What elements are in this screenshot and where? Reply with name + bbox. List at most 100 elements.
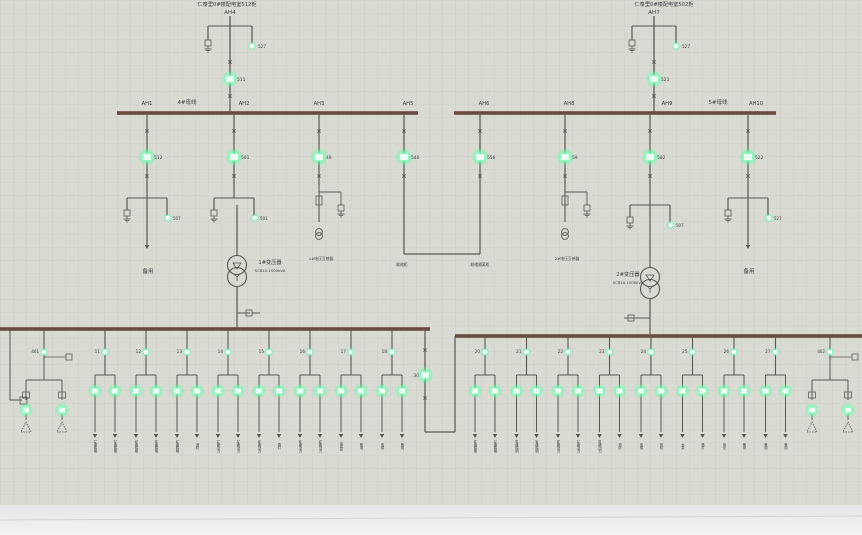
lv-lv_right-feeder-23-led [607,349,612,355]
lv-lv_right-incomer-label: 402 [817,349,825,354]
lv-lv_right-feeder-26-load-0: 商业 [722,442,726,449]
lv-lv_right-feeder-20-breaker-led-1 [491,387,499,395]
lv-lv_left-feeder-17-breaker-led-1 [357,387,365,395]
transformer-1-wye [233,273,241,281]
lv-lv_left-feeder-11-load-1: 2#楼照明 [113,440,117,454]
lv-lv_left-feeder-13-load-0: 5#楼照明 [175,440,179,454]
lv-lv_left-arrester-0 [20,421,32,433]
hv-branch-ah10-breaker-upper-b [746,129,750,133]
hv-branch-ah2-cab: AH2 [239,101,250,107]
lv-lv_left-feeder-14-arrow-0 [215,434,221,438]
top-feeder-ah4-led [225,75,235,83]
lv-lv_right-feeder-26-load-1: 备用 [742,442,746,450]
top-feeder-ah7-caption: 仁泰里0#楼配电室502柜 [634,0,693,8]
hv-branch-ah10-arrow [745,245,751,249]
lv-lv_right-feeder-21-arrow-0 [514,434,519,438]
lv-lv_right-incomer-led [827,349,833,355]
lv-lv_right-feeder-27-load-1: 备用 [783,442,787,450]
hv-branch-ah3-pt-c2 [315,232,323,240]
hv-branch-ah9-cab: AH9 [662,101,673,107]
lv-lv_right-feeder-25-arrow-0 [680,434,685,438]
hv-branch-ah8-pt-c1 [561,228,569,236]
lv-lv_right-feeder-23-num: 23 [599,349,605,354]
lv-lv_left-feeder-18-arrow-0 [379,434,385,438]
lv-lv_left-feeder-11-num: 11 [95,349,101,354]
lv-lv_left-feeder-11-led [102,349,108,355]
lv-lv_left-feeder-14-num: 14 [218,349,224,354]
hv-branch-ah8-breaker-upper-b [563,129,567,133]
hv-branch-ah2-led [229,153,239,161]
lv-lv_left-feeder-15-breaker-led-0 [255,387,263,395]
lv-lv_right-feeder-21-num: 21 [516,349,522,354]
lv-lv_right-feeder-22-breaker-led-0 [554,387,562,395]
lv-lv_right-feeder-22-breaker-led-1 [574,387,582,395]
hv-branch-ah3-led [314,153,324,161]
lv-lv_right-incomer-box-1 [844,391,852,399]
top-feeder-ah4-id: AH4 [224,10,236,16]
lv-lv_left-incomer-box-0 [22,391,30,399]
panel-grid [0,0,862,505]
hv-branch-ah8-pt-c2 [561,232,569,240]
lv-lv_right-feeder-25-num: 25 [682,349,688,354]
top-feeder-ah4-breaker-bottom-b [228,94,232,98]
lv-lv_right-feeder-21-load-1: 9#楼照明 [534,440,538,454]
lv-lv_right-feeder-24-arrow-0 [638,434,644,438]
lv-lv_right-feeder-24-arrow-1 [658,434,664,438]
transformer-2-lv-box [627,314,635,322]
hv-branch-ah10-led [743,153,753,161]
hv-branch-ah2-switch-label: 501 [241,155,250,161]
hv-branch-ah10-spare-label: 备用 [743,267,754,275]
lv-lv_right-feeder-26-num: 26 [724,349,730,354]
top-feeder-ah7-earth-label: 527 [682,44,690,49]
top-feeder-ah7-breaker-bottom-b [652,94,656,98]
hv-branch-ah9-led [645,153,655,161]
hv-branch-ah6-breaker-lower-b [478,174,482,178]
hv-branch-ah9-switch-label: 502 [657,155,666,161]
hv-branch-ah8-pt-label: 2#电压互感器 [555,256,580,261]
hv-branch-ah5-led [399,153,409,161]
lv-lv_right-feeder-25-load-1: 路灯 [700,442,704,450]
lv-lv_left-feeder-11-load-0: 1#楼照明 [93,440,97,454]
lv-lv_right-feeder-27-breaker-led-0 [761,387,770,395]
hv-branch-ah10-breaker-lower-b [746,174,750,178]
lv-coupler-breaker-lower-b [423,396,427,400]
lv-lv_left-feeder-14-breaker-led-0 [214,387,222,395]
lv-lv_left-feeder-17-led [348,349,354,355]
top-feeder-ah7-id: AH7 [648,10,660,16]
lv-lv_left-incomer-side-box [65,353,73,361]
top-feeder-ah4-caption: 仁泰里0#楼配电室512柜 [197,0,256,8]
hv-branch-ah9-breaker-upper-b [648,129,652,133]
lv-lv_left-feeder-13-load-1: 消防 [195,442,199,450]
lv-lv_right-feeder-24-num: 24 [641,349,647,354]
hv-branch-ah8-cab: AH8 [564,101,575,107]
lv-lv_left-feeder-12-arrow-0 [133,434,139,438]
hv-branch-ah3-switch-label: 49 [326,155,332,161]
lv-lv_left-feeder-18-breaker-led-1 [398,387,406,395]
transformer-2-primary [639,266,661,288]
lv-lv_right-feeder-25-breaker-led-0 [678,387,687,395]
hv-branch-ah10-earth-label: 527 [774,216,782,221]
transformer-1-name: 1#变压器 [258,258,282,266]
lv-lv_left-feeder-16-led [307,349,313,355]
lv-lv_left-feeder-18-arrow-1 [399,434,405,438]
transformer-1-secondary [226,266,248,288]
lv-lv_right-feeder-22-led [565,349,571,355]
hv-branch-ah1-cab: AH1 [142,101,153,107]
top-feeder-ah4-indicator-label: 511 [237,77,246,83]
lv-lv_right-feeder-21-breaker-led-1 [532,387,541,395]
transformer-2-model: SCB10-1000kVA [613,280,644,285]
lv-lv_right-feeder-24-load-1: 风机 [659,443,663,450]
lv-lv_left-feeder-17-num: 17 [341,349,347,354]
top-feeder-ah7-indicator-label: 521 [661,77,670,83]
lv-lv_right-feeder-26-arrow-1 [741,434,747,438]
hv-branch-ah5-breaker-upper-b [402,129,406,133]
lv-lv_left-feeder-12-load-1: 4#楼照明 [154,440,158,454]
lv-lv_left-feeder-16-breaker-led-1 [316,387,324,395]
hv-branch-ah8-switch-label: 59 [572,155,578,161]
hv-branch-ah8-breaker-lower-b [563,174,567,178]
hv-branch-ah3-fuse [315,195,323,206]
lv-lv_left-incomer-leg-led-0 [22,406,30,414]
lv-lv_right-feeder-25-arrow-1 [700,434,705,438]
lv-lv_left-feeder-16-load-0: 4#楼动力 [298,440,302,454]
hv-branch-ah2-earth-led [252,215,258,221]
